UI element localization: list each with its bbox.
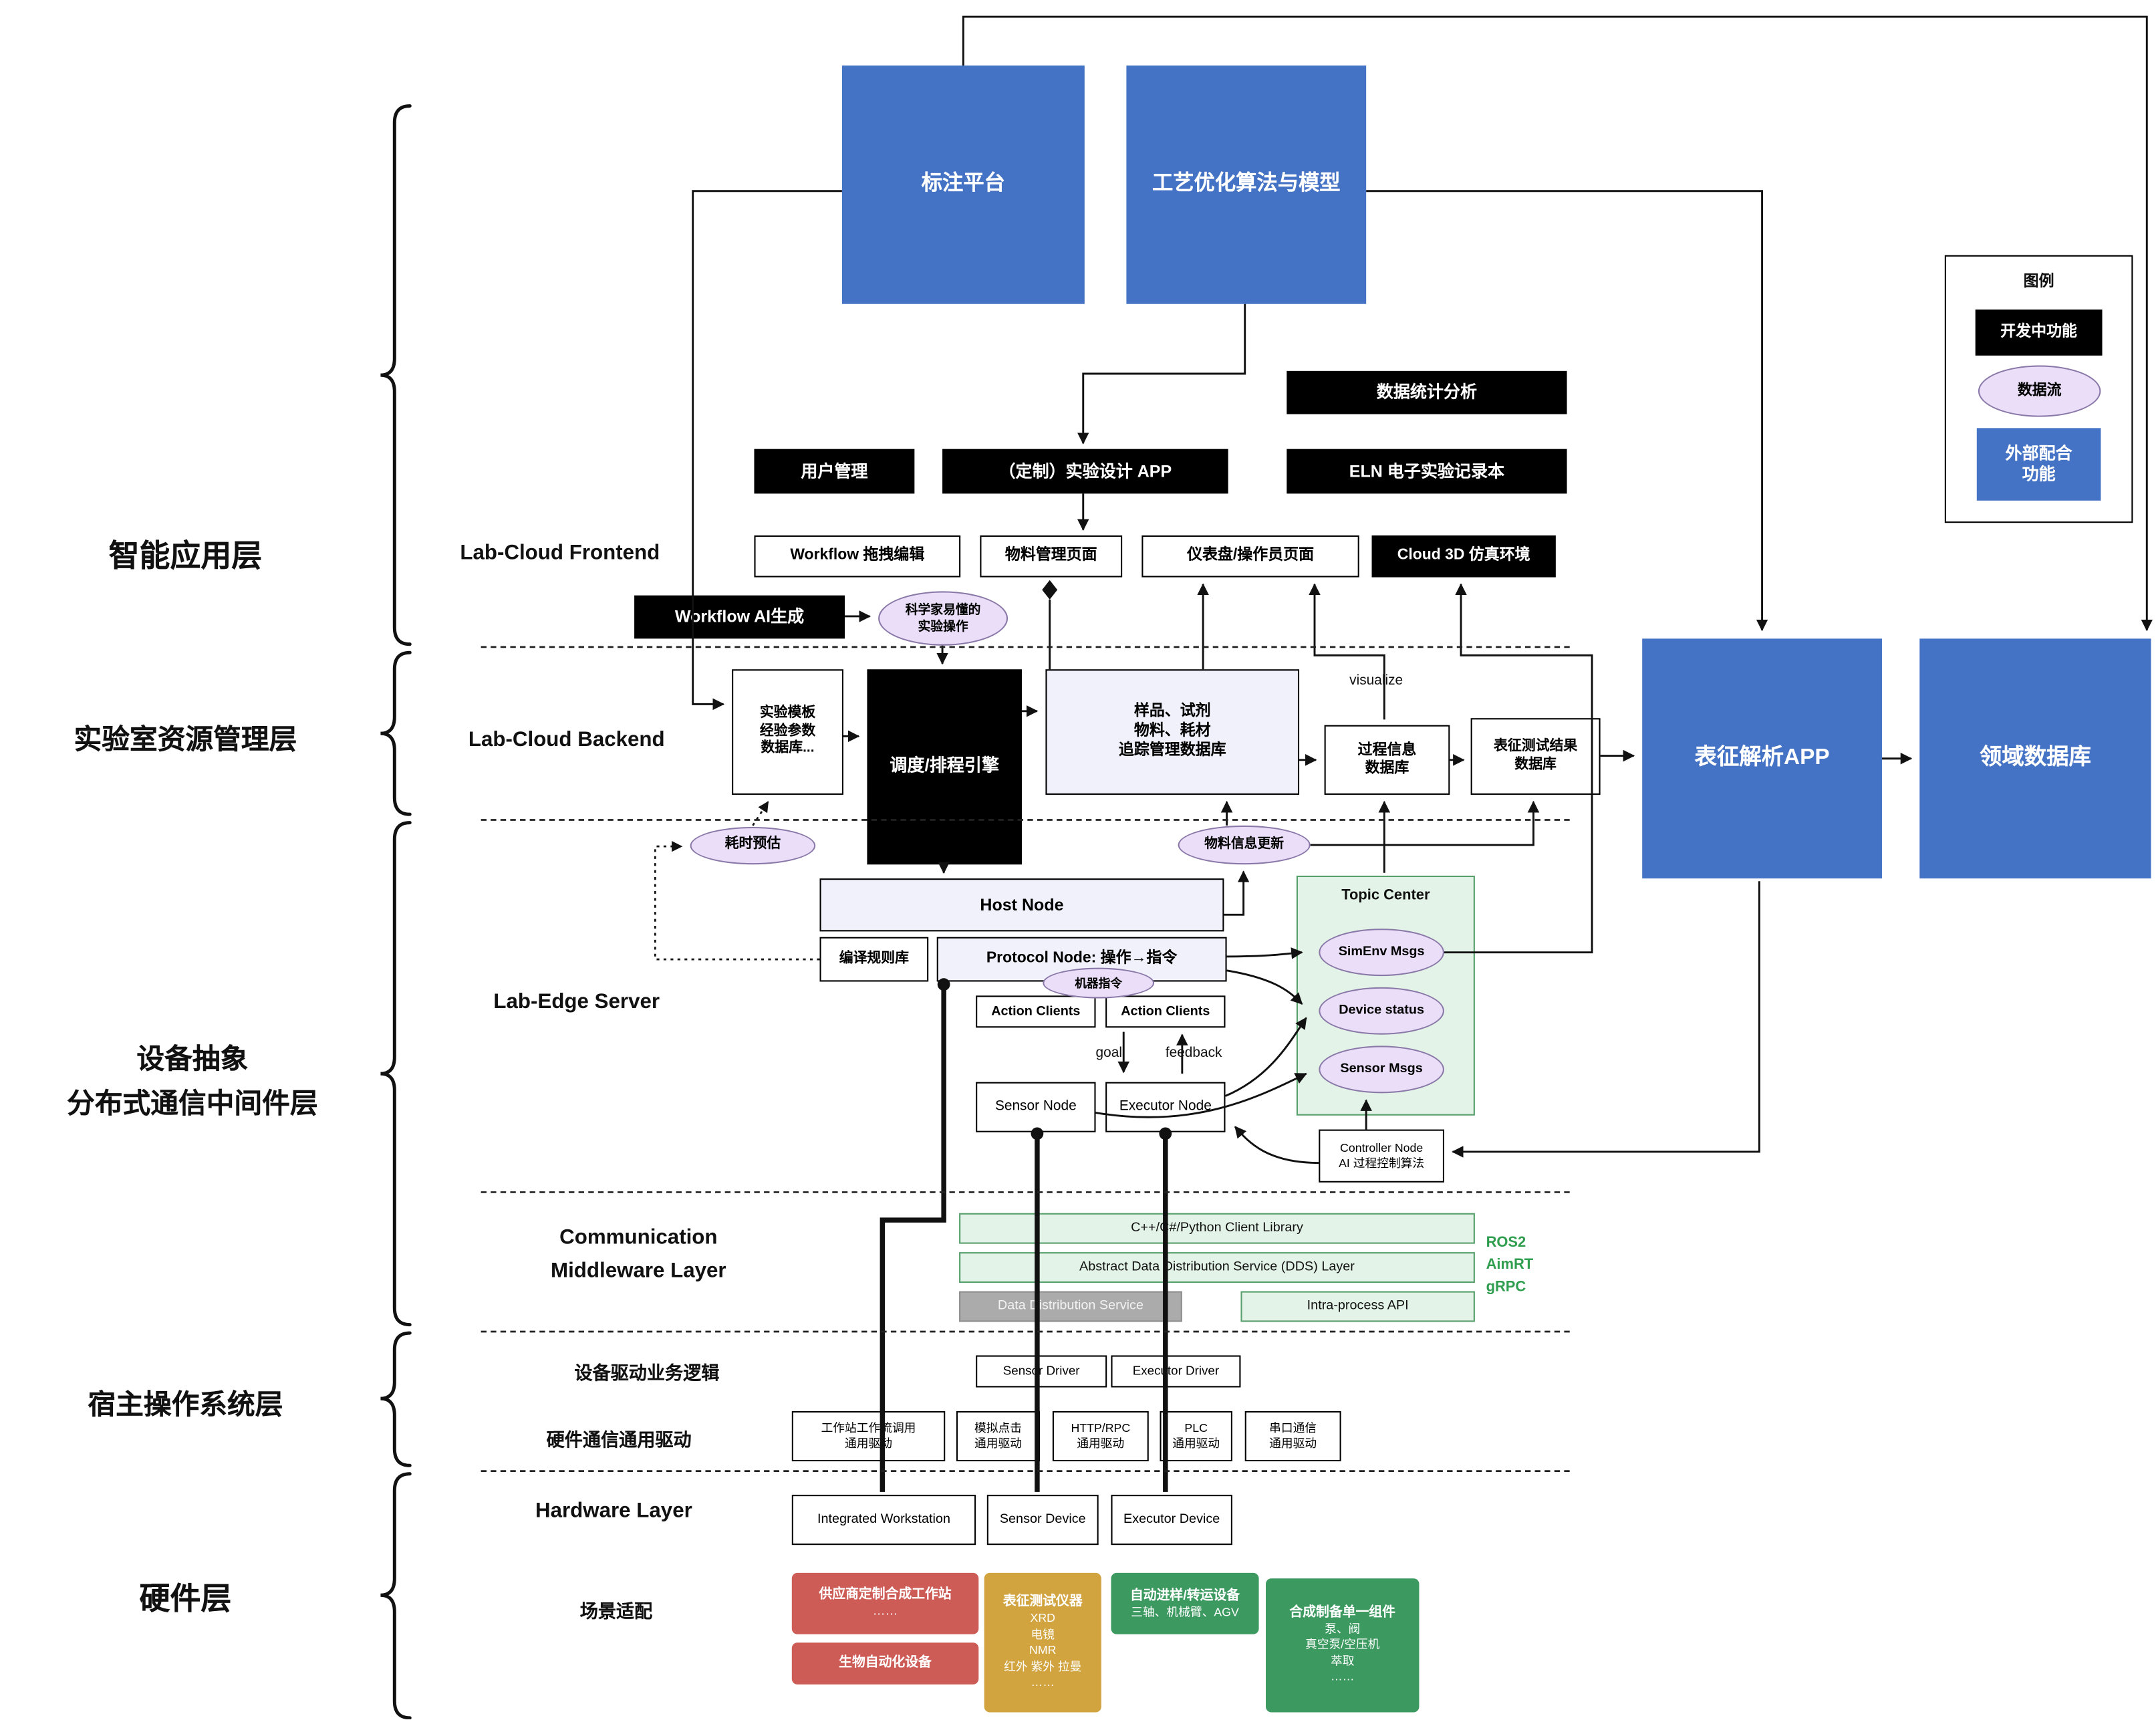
transfer-equipment-sub: 三轴、机械臂、AGV <box>1131 1604 1239 1618</box>
process-optimization-box: 工艺优化算法与模型 <box>1126 66 1367 304</box>
material-update-ellipse: 物料信息更新 <box>1178 825 1311 865</box>
action-clients-left-box: Action Clients <box>976 995 1096 1028</box>
dds-box: Data Distribution Service <box>959 1291 1182 1322</box>
vendor-workstation-title: 供应商定制合成工作站 <box>819 1587 952 1603</box>
device-status-ellipse: Device status <box>1319 987 1444 1035</box>
goal-label: goal <box>1095 1046 1122 1062</box>
transfer-equipment-box: 自动进样/转运设备 三轴、机械臂、AGV <box>1111 1572 1259 1634</box>
driver-serial-box: 串口通信 通用驱动 <box>1244 1410 1341 1462</box>
frontend-label: Lab-Cloud Frontend <box>460 541 660 565</box>
simenv-msgs-ellipse: SimEnv Msgs <box>1319 929 1444 977</box>
visualize-label: visualize <box>1349 673 1403 689</box>
synthesis-components-title: 合成制备单一组件 <box>1289 1605 1395 1621</box>
dds-abstract-box: Abstract Data Distribution Service (DDS)… <box>959 1252 1475 1283</box>
backend-label: Lab-Cloud Backend <box>468 727 665 752</box>
compile-rules-box: 编译规则库 <box>819 937 929 982</box>
layer-label-hardware: 硬件层 <box>139 1581 232 1616</box>
hw-comm-label: 硬件通信通用驱动 <box>546 1429 692 1451</box>
sample-db-box: 样品、试剂 物料、耗材 追踪管理数据库 <box>1045 669 1300 795</box>
char-db-box: 表征测试结果 数据库 <box>1470 718 1601 795</box>
executor-node-box: Executor Node <box>1105 1082 1226 1132</box>
client-lib-box: C++/C#/Python Client Library <box>959 1213 1475 1244</box>
layer-label-resource: 实验室资源管理层 <box>74 725 297 756</box>
time-estimate-ellipse: 耗时预估 <box>690 826 816 865</box>
host-node-box: Host Node <box>819 878 1224 932</box>
middleware-stack-labels: ROS2 AimRT gRPC <box>1486 1234 1534 1295</box>
executor-driver-box: Executor Driver <box>1111 1355 1241 1388</box>
driver-http-rpc-box: HTTP/RPC 通用驱动 <box>1052 1410 1149 1462</box>
data-stats-box: 数据统计分析 <box>1287 370 1567 414</box>
vendor-workstation-sub: …… <box>872 1604 898 1618</box>
layer-label-app: 智能应用层 <box>108 538 263 574</box>
executor-device-box: Executor Device <box>1111 1495 1232 1546</box>
annotation-platform-box: 标注平台 <box>841 66 1085 304</box>
material-page-box: 物料管理页面 <box>980 535 1123 578</box>
exp-design-app-box: （定制）实验设计 APP <box>942 449 1228 494</box>
transfer-equipment-title: 自动进样/转运设备 <box>1129 1588 1240 1604</box>
legend-external-chip: 外部配合 功能 <box>1976 428 2101 501</box>
legend-data-flow-chip: 数据流 <box>1978 365 2101 417</box>
sensor-node-box: Sensor Node <box>976 1082 1096 1132</box>
user-mgmt-box: 用户管理 <box>754 449 915 494</box>
feedback-label: feedback <box>1165 1046 1222 1062</box>
char-instruments-box: 表征测试仪器 XRD 电镜 NMR 红外 紫外 拉曼 …… <box>984 1572 1101 1713</box>
hardware-label: Hardware Layer <box>535 1499 692 1523</box>
synthesis-components-items: 泵、阀 真空泵/空压机 萃取 …… <box>1305 1621 1380 1684</box>
bio-automation-box: 生物自动化设备 <box>791 1642 979 1685</box>
vendor-workstation-box: 供应商定制合成工作站 …… <box>791 1572 979 1634</box>
layer-label-host-os: 宿主操作系统层 <box>88 1390 283 1421</box>
synthesis-components-box: 合成制备单一组件 泵、阀 真空泵/空压机 萃取 …… <box>1265 1578 1420 1713</box>
char-instruments-title: 表征测试仪器 <box>1002 1594 1083 1610</box>
dashboard-page-box: 仪表盘/操作员页面 <box>1141 535 1359 578</box>
legend-in-dev-chip: 开发中功能 <box>1975 310 2103 356</box>
char-app-box: 表征解析APP <box>1642 638 1882 879</box>
driver-plc-box: PLC 通用驱动 <box>1160 1410 1232 1462</box>
driver-sim-click-box: 模拟点击 通用驱动 <box>956 1410 1041 1462</box>
layer-label-middleware: 设备抽象 分布式通信中间件层 <box>67 1044 318 1120</box>
cloud3d-box: Cloud 3D 仿真环境 <box>1371 535 1556 578</box>
driver-workstation-box: 工作站工作流调用 通用驱动 <box>791 1410 946 1462</box>
process-db-box: 过程信息 数据库 <box>1324 725 1450 795</box>
char-instruments-items: XRD 电镜 NMR 红外 紫外 拉曼 …… <box>1004 1610 1082 1689</box>
sensor-driver-box: Sensor Driver <box>976 1355 1107 1388</box>
integrated-workstation-box: Integrated Workstation <box>791 1495 976 1546</box>
scenario-label: 场景适配 <box>579 1600 653 1622</box>
machine-cmd-ellipse: 机器指令 <box>1043 967 1155 999</box>
comm-label: Communication Middleware Layer <box>551 1225 726 1283</box>
controller-node-box: Controller Node AI 过程控制算法 <box>1319 1129 1444 1183</box>
template-db-box: 实验模板 经验参数 数据库... <box>732 669 843 795</box>
sensor-device-box: Sensor Device <box>986 1495 1099 1546</box>
domain-db-box: 领域数据库 <box>1919 638 2151 879</box>
edge-label: Lab-Edge Server <box>493 989 660 1014</box>
topic-center-title: Topic Center <box>1341 886 1430 904</box>
driver-logic-label: 设备驱动业务逻辑 <box>574 1362 720 1384</box>
action-clients-right-box: Action Clients <box>1105 995 1226 1028</box>
eln-box: ELN 电子实验记录本 <box>1287 449 1567 494</box>
workflow-ai-box: Workflow AI生成 <box>634 595 845 639</box>
intra-api-box: Intra-process API <box>1240 1291 1475 1322</box>
scheduler-box: 调度/排程引擎 <box>867 669 1022 865</box>
legend-title: 图例 <box>2023 273 2054 290</box>
sensor-msgs-ellipse: Sensor Msgs <box>1319 1046 1444 1094</box>
workflow-edit-box: Workflow 拖拽编辑 <box>754 535 961 578</box>
sci-ops-ellipse: 科学家易懂的 实验操作 <box>878 591 1008 646</box>
